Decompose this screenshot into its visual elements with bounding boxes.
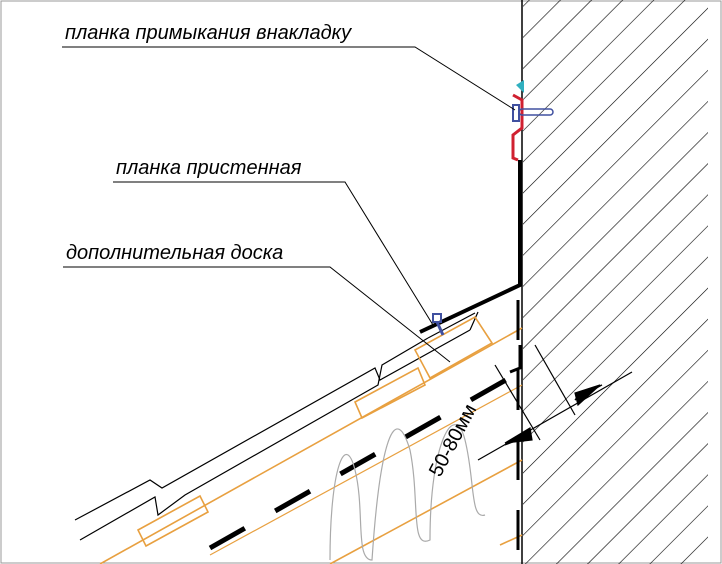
wall-hatching bbox=[523, 0, 708, 564]
sealant bbox=[516, 80, 524, 93]
label-overlap-strip: планка примыкания внакладку bbox=[65, 22, 352, 44]
membrane-dashed bbox=[208, 369, 522, 551]
insulation bbox=[329, 424, 486, 561]
roof-sheeting bbox=[74, 311, 479, 541]
dimension-lines bbox=[477, 344, 633, 461]
screw-icon bbox=[432, 313, 445, 336]
label-extra-board: дополнительная доска bbox=[66, 242, 284, 264]
wall-strip bbox=[419, 160, 522, 334]
overlap-strip-flashing bbox=[511, 80, 554, 162]
screw-icon bbox=[512, 104, 520, 122]
label-wall-strip: планка пристенная bbox=[116, 157, 302, 179]
leader-lines bbox=[62, 46, 516, 363]
